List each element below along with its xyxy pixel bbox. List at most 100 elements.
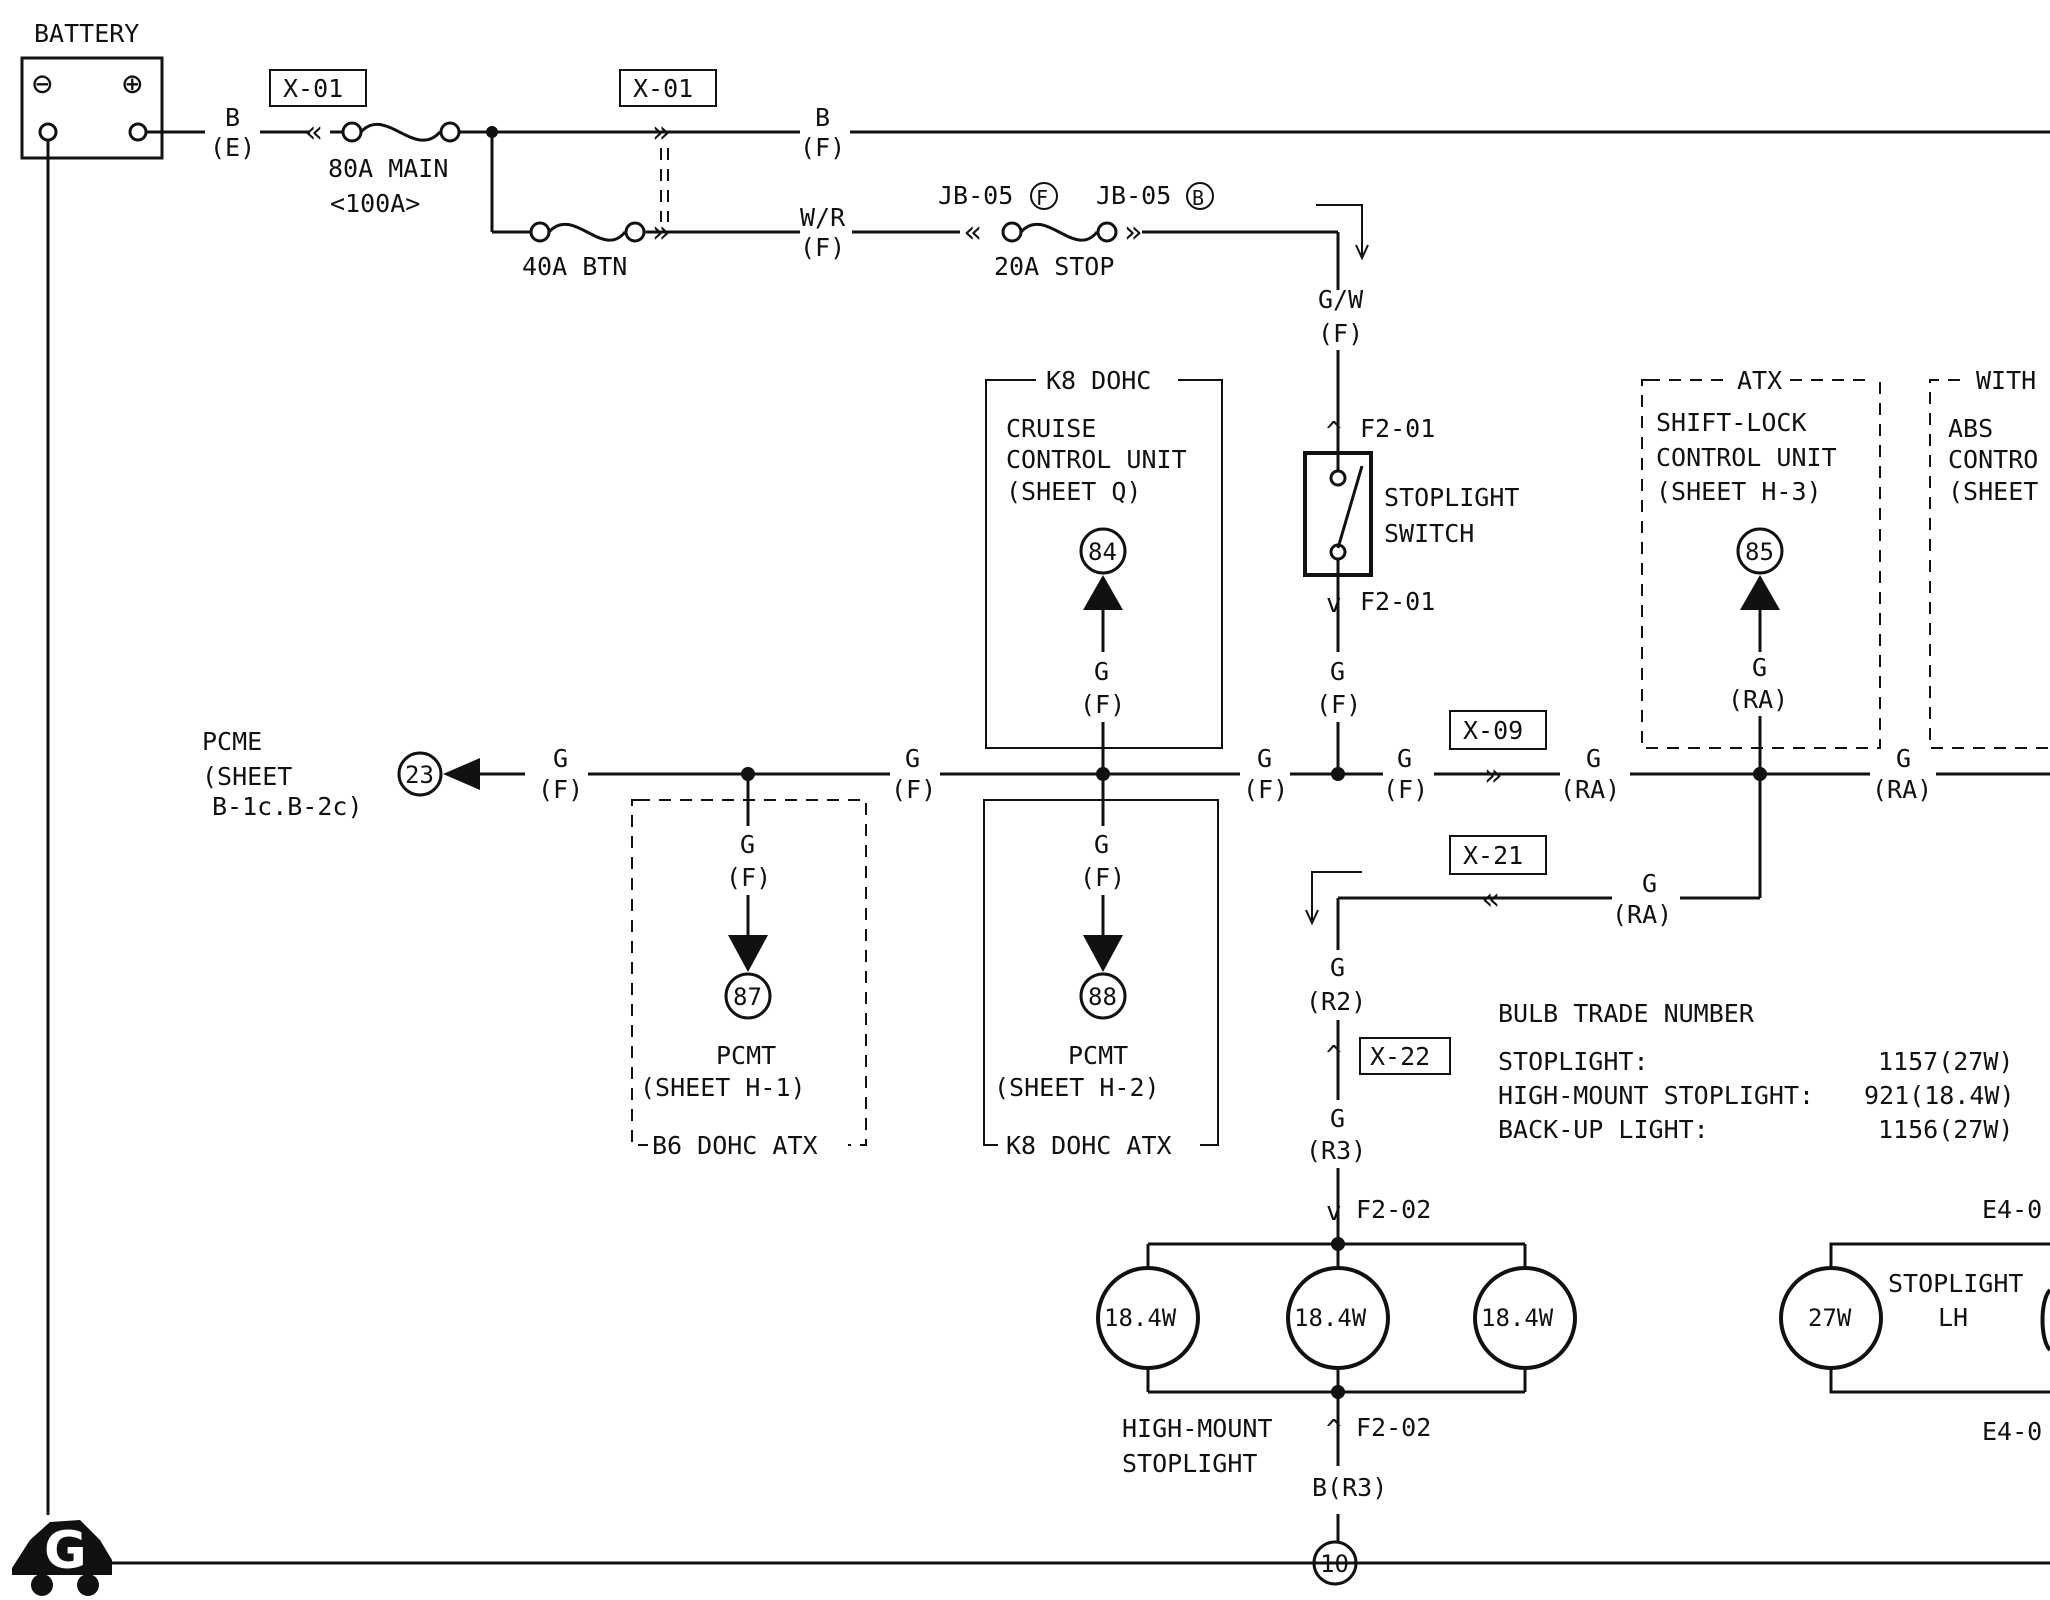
arrow-icon — [1355, 244, 1369, 261]
wire-segment — [638, 799, 867, 1146]
ground-ref-circle — [1312, 1540, 1358, 1586]
fuse-main-label: 80A MAIN — [328, 154, 448, 183]
pcmt1-footer: B6 DOHC ATX — [652, 1131, 818, 1160]
connector-arrow-icon: » — [1124, 215, 1142, 250]
connector-arrow-icon: « — [305, 115, 323, 150]
bulb-3-watt: 18.4W — [1481, 1304, 1554, 1332]
connector-x01-left: X-01 — [283, 74, 343, 103]
wire-label-e: (E) — [210, 133, 255, 162]
pcmt2-title: PCMT — [1068, 1041, 1128, 1070]
b6-dohc-atx-bracket — [631, 799, 648, 1146]
wire-label-g: G — [905, 744, 920, 773]
wire-label-ra: (RA) — [1560, 775, 1620, 804]
wire-label-f: (F) — [538, 775, 583, 804]
fuse-main-alt-label: <100A> — [330, 189, 420, 218]
connector-x22: X-22 — [1370, 1042, 1430, 1071]
fuse-40a-btn-icon — [547, 223, 627, 242]
jb05-b-circle — [1186, 182, 1214, 210]
pcmt2-footer: K8 DOHC ATX — [1006, 1131, 1172, 1160]
pcme-sheet-2: B-1c.B-2c) — [212, 792, 363, 821]
connector-arrow-icon: « — [1482, 882, 1500, 917]
wire-label-g: G — [1094, 657, 1109, 686]
arrow-down-icon — [1083, 935, 1123, 972]
connector-arrow-icon: » — [1484, 758, 1502, 793]
f201-bot-label: F2-01 — [1360, 587, 1435, 616]
wire-segment — [1829, 1242, 2050, 1268]
battery: BATTERY ⊖ ⊕ — [20, 19, 164, 160]
pcmt1-ref-number: 87 — [733, 983, 762, 1011]
wire-label-g: G — [1397, 744, 1412, 773]
e4-bot-label: E4-0 — [1982, 1417, 2042, 1446]
fuse-terminal — [1001, 221, 1023, 243]
fuse-btn-label: 40A BTN — [522, 252, 627, 281]
continuation-arrow-icon — [1316, 204, 1363, 255]
f202-bot-label: F2-02 — [1356, 1413, 1431, 1442]
battery-label: BATTERY — [34, 19, 139, 48]
arrow-left-icon — [443, 758, 480, 790]
shift-header: ATX — [1737, 366, 1782, 395]
jb05-b-letter: B — [1192, 186, 1204, 210]
wire-label-ra: (RA) — [1612, 900, 1672, 929]
abs-line-2: CONTRO — [1948, 445, 2038, 474]
ground-ref-number: 10 — [1320, 1550, 1349, 1578]
wire-label-g: G — [1330, 657, 1345, 686]
ground-letter: G — [44, 1521, 87, 1581]
wire-label-g: G — [1330, 953, 1345, 982]
wire-label-f: (F) — [1243, 775, 1288, 804]
fuse-terminal — [341, 121, 363, 143]
wire-label-gw: G/W — [1318, 285, 1364, 314]
high-mount-name: HIGH-MOUNT — [1122, 1414, 1273, 1443]
cruise-ref-circle — [1079, 527, 1127, 575]
wire-label-f: (F) — [1383, 775, 1428, 804]
abs-header: WITH — [1976, 366, 2036, 395]
bulb-1-watt: 18.4W — [1104, 1304, 1177, 1332]
connector-x09: X-09 — [1463, 716, 1523, 745]
wire-label-f: (F) — [1318, 319, 1363, 348]
shift-ref-circle — [1736, 527, 1784, 575]
wire-label-g: G — [1257, 744, 1272, 773]
stoplight-lh-watt: 27W — [1808, 1304, 1852, 1332]
pcme-title: PCME — [202, 727, 262, 756]
wire-label-g: G — [740, 830, 755, 859]
wire-label-f: (F) — [800, 233, 845, 262]
battery-neg-post — [38, 122, 58, 142]
cruise-line-2: CONTROL UNIT — [1006, 445, 1187, 474]
continuation-arrow-icon — [1311, 871, 1362, 920]
fuse-terminal — [529, 221, 551, 243]
switch-contact — [1329, 469, 1347, 487]
wire-label-r2: (R2) — [1306, 987, 1366, 1016]
arrow-up-icon — [1083, 575, 1123, 610]
shift-ref-number: 85 — [1745, 538, 1774, 566]
connector-arrow-icon: » — [652, 115, 670, 150]
bulb-2-watt: 18.4W — [1294, 1304, 1367, 1332]
bulb-row-name: HIGH-MOUNT STOPLIGHT: — [1498, 1081, 1814, 1110]
wire-label-f: (F) — [891, 775, 936, 804]
wire-label-f: (F) — [800, 133, 845, 162]
pcme-ref-number: 23 — [405, 761, 434, 789]
wire-label-g: G — [553, 744, 568, 773]
shift-line-2: CONTROL UNIT — [1656, 443, 1837, 472]
connector-arrow-icon: « — [964, 215, 982, 250]
bulb-row-name: BACK-UP LIGHT: — [1498, 1115, 1709, 1144]
cruise-header: K8 DOHC — [1046, 366, 1151, 395]
switch-blade-icon — [1336, 465, 1364, 549]
connector-x01-left-box — [269, 69, 367, 107]
wire-label-g: G — [1330, 1104, 1345, 1133]
connector-x01-right: X-01 — [633, 74, 693, 103]
shift-line-3: (SHEET H-3) — [1656, 477, 1822, 506]
battery-minus-terminal: ⊖ — [32, 64, 52, 104]
abs-line-3: (SHEET — [1948, 477, 2038, 506]
shift-line-1: SHIFT-LOCK — [1656, 408, 1807, 437]
stoplight-lh-side: LH — [1938, 1303, 1968, 1332]
wire-label-g: G — [1752, 653, 1767, 682]
cruise-line-1: CRUISE — [1006, 414, 1096, 443]
wire-label-f: (F) — [1080, 863, 1125, 892]
stoplight-switch-name: STOPLIGHT — [1384, 483, 1519, 512]
pcmt1-ref-circle — [724, 972, 772, 1020]
fuse-terminal — [439, 121, 461, 143]
pcmt1-sheet: (SHEET H-1) — [640, 1073, 806, 1102]
connector-arrow-icon: v — [1326, 1197, 1342, 1227]
pcmt2-ref-circle — [1079, 972, 1127, 1020]
pcmt1-title: PCMT — [716, 1041, 776, 1070]
